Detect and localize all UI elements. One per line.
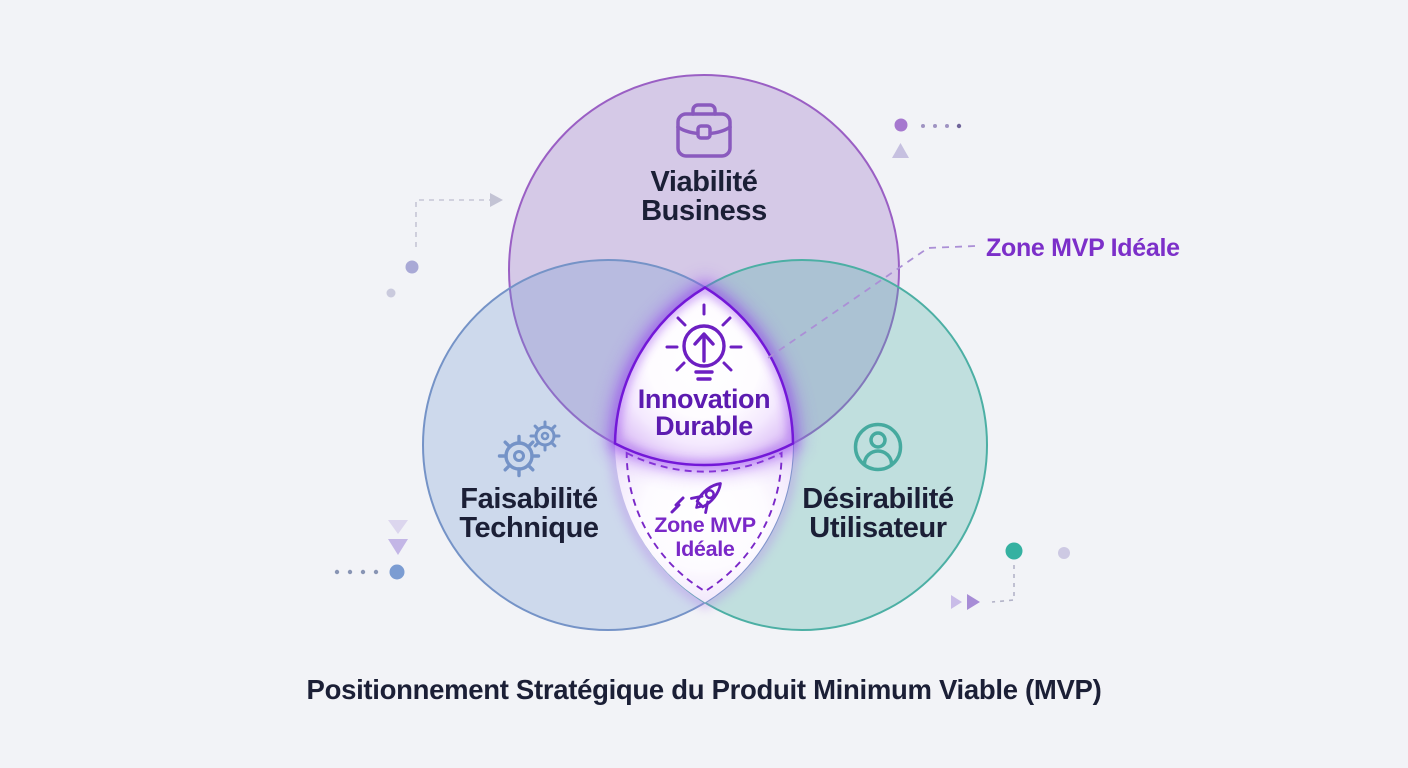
lavender-dot-bottom-right bbox=[1058, 547, 1070, 559]
callout-zone-mvp: Zone MVP Idéale bbox=[767, 234, 1180, 359]
diagram-title: Positionnement Stratégique du Produit Mi… bbox=[307, 674, 1102, 705]
dot bbox=[933, 124, 937, 128]
callout-dashed-line bbox=[767, 245, 976, 359]
center-border bbox=[613, 286, 795, 467]
gear-small bbox=[529, 420, 561, 452]
arrow-right-icon bbox=[490, 193, 503, 207]
business-label-line1: Viabilité bbox=[650, 166, 757, 198]
rocket-speed-lines bbox=[670, 496, 685, 514]
center-label-line2: Durable bbox=[655, 411, 753, 441]
mvp-zone-label-line2: Idéale bbox=[675, 537, 734, 561]
dashed-connector-bottom-right bbox=[991, 565, 1015, 603]
blue-dot-bottom-left bbox=[389, 564, 405, 580]
rocket-body bbox=[695, 482, 722, 509]
bulb-glass bbox=[682, 324, 726, 368]
callout-label: Zone MVP Idéale bbox=[986, 234, 1180, 262]
dot bbox=[360, 569, 366, 575]
center-fill bbox=[615, 287, 793, 465]
mvp-zone-fill bbox=[614, 443, 794, 603]
purple-dot-top-right bbox=[894, 118, 908, 132]
dotted-line-bottom-left bbox=[334, 569, 379, 575]
dot bbox=[334, 569, 340, 575]
user-outer-circle bbox=[853, 422, 903, 472]
rocket-icon bbox=[670, 482, 722, 514]
user-label-line1: Désirabilité bbox=[802, 483, 954, 515]
briefcase-body bbox=[676, 112, 732, 158]
bulb-rays bbox=[665, 303, 743, 372]
briefcase-handle bbox=[691, 103, 717, 116]
dot bbox=[945, 124, 949, 128]
dashed-path bbox=[415, 199, 490, 247]
rocket-body-group bbox=[690, 482, 722, 514]
center-region bbox=[605, 276, 803, 474]
lightbulb-arrow-icon bbox=[665, 303, 743, 381]
teal-dot-bottom-right bbox=[1005, 542, 1023, 560]
triangle-up-top-right bbox=[892, 143, 909, 158]
user-shoulders bbox=[862, 449, 894, 466]
user-head bbox=[869, 431, 887, 449]
gears-icon bbox=[497, 420, 561, 478]
mvp-zone-dashed-border bbox=[625, 451, 783, 593]
technical-label-line2: Technique bbox=[459, 512, 599, 544]
briefcase-icon bbox=[676, 103, 732, 158]
briefcase-clasp bbox=[696, 124, 712, 140]
dot bbox=[921, 124, 925, 128]
bulb-arrow bbox=[693, 332, 715, 363]
chevron-down-icon bbox=[388, 539, 408, 555]
bulb-base bbox=[694, 370, 714, 381]
technical-label-line1: Faisabilité bbox=[460, 483, 598, 515]
gear-large bbox=[497, 434, 541, 478]
mvp-zone-label-line1: Zone MVP bbox=[654, 513, 756, 537]
lavender-dot-left bbox=[405, 260, 419, 274]
dot bbox=[373, 569, 379, 575]
dashed-arrow-top-left bbox=[415, 193, 503, 247]
arrow-right-icon bbox=[951, 595, 962, 609]
dot bbox=[956, 123, 962, 129]
user-icon bbox=[853, 422, 903, 472]
rocket-nozzle bbox=[695, 500, 704, 509]
small-dot-left bbox=[386, 288, 396, 298]
chevrons-down-bottom-left bbox=[388, 520, 408, 555]
arrows-right-bottom-right bbox=[951, 594, 980, 610]
user-label-line2: Utilisateur bbox=[809, 512, 947, 544]
dot bbox=[347, 569, 353, 575]
arrow-right-icon bbox=[967, 594, 980, 610]
dotted-line-top-right bbox=[921, 123, 962, 129]
rocket-window bbox=[704, 489, 715, 500]
chevron-down-icon bbox=[388, 520, 408, 534]
rocket-fins bbox=[690, 494, 710, 514]
center-label-line1: Innovation bbox=[638, 384, 771, 414]
business-label-line2: Business bbox=[641, 195, 767, 227]
